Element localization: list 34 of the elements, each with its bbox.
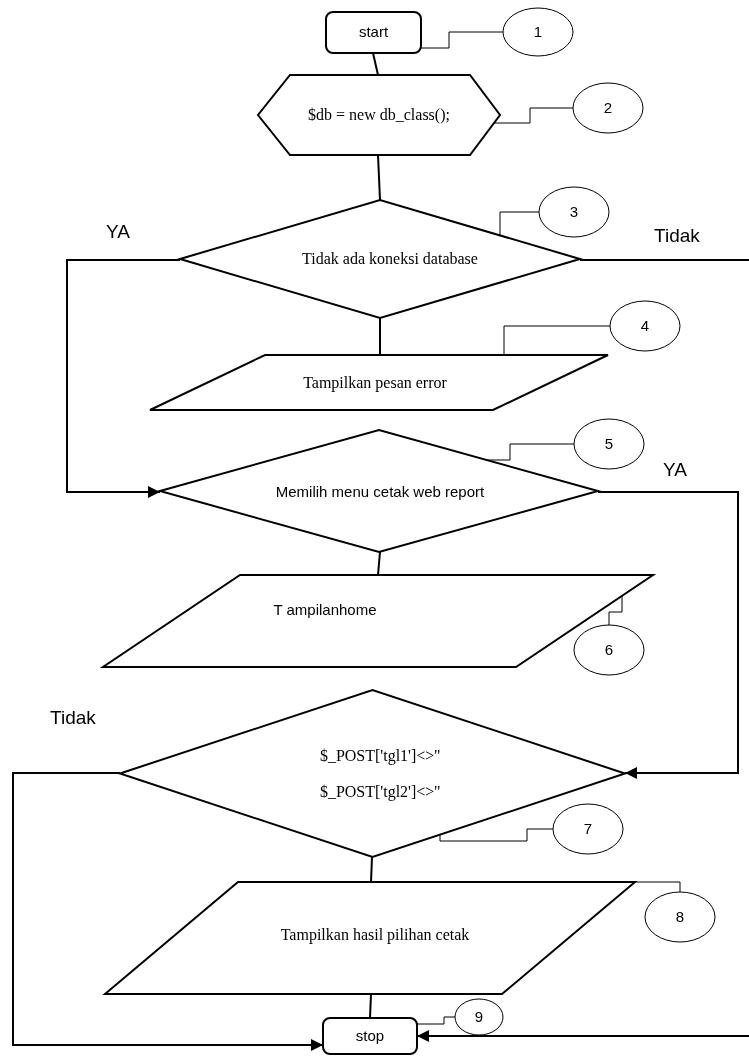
node-label: $db = new db_class(); [308,105,450,126]
callout-number: 9 [474,1006,484,1027]
leader-line [634,881,681,893]
node-label: Tampilkan pesan error [303,372,447,394]
node-label: $_POST['tgl2']<>'' [319,782,441,803]
callout-number: 8 [675,906,685,927]
node-label: start [358,22,389,43]
arrow [12,772,324,1051]
callout-number: 6 [604,639,614,660]
callout-number: 5 [604,433,614,454]
leader-line [503,325,611,356]
callout-number: 3 [569,201,579,222]
node-label: Tidak ada koneksi database [302,249,478,270]
node-label: T ampilanhome [273,599,377,620]
node-label: stop [355,1025,385,1046]
callout-number: 7 [583,818,593,839]
connector-line [369,993,372,1019]
node-label: Tampilkan hasil pilihan cetak [280,925,470,946]
connector-line [579,259,749,261]
arrow [597,491,739,779]
callout-number: 1 [533,21,543,42]
node-label: Memilih menu cetak web report [275,481,485,502]
connector-line [370,856,373,883]
leader-line [499,211,540,237]
leader-line [439,828,554,842]
leader-line [608,595,623,626]
connector-line [372,52,379,76]
callout-number: 4 [640,315,650,336]
node-label: $_POST['tgl1']<>'' [319,746,441,767]
arrow [66,259,181,498]
connector-line [379,317,381,356]
callout-number: 2 [603,97,613,118]
connector-line [377,551,381,576]
connector-line [377,154,381,201]
